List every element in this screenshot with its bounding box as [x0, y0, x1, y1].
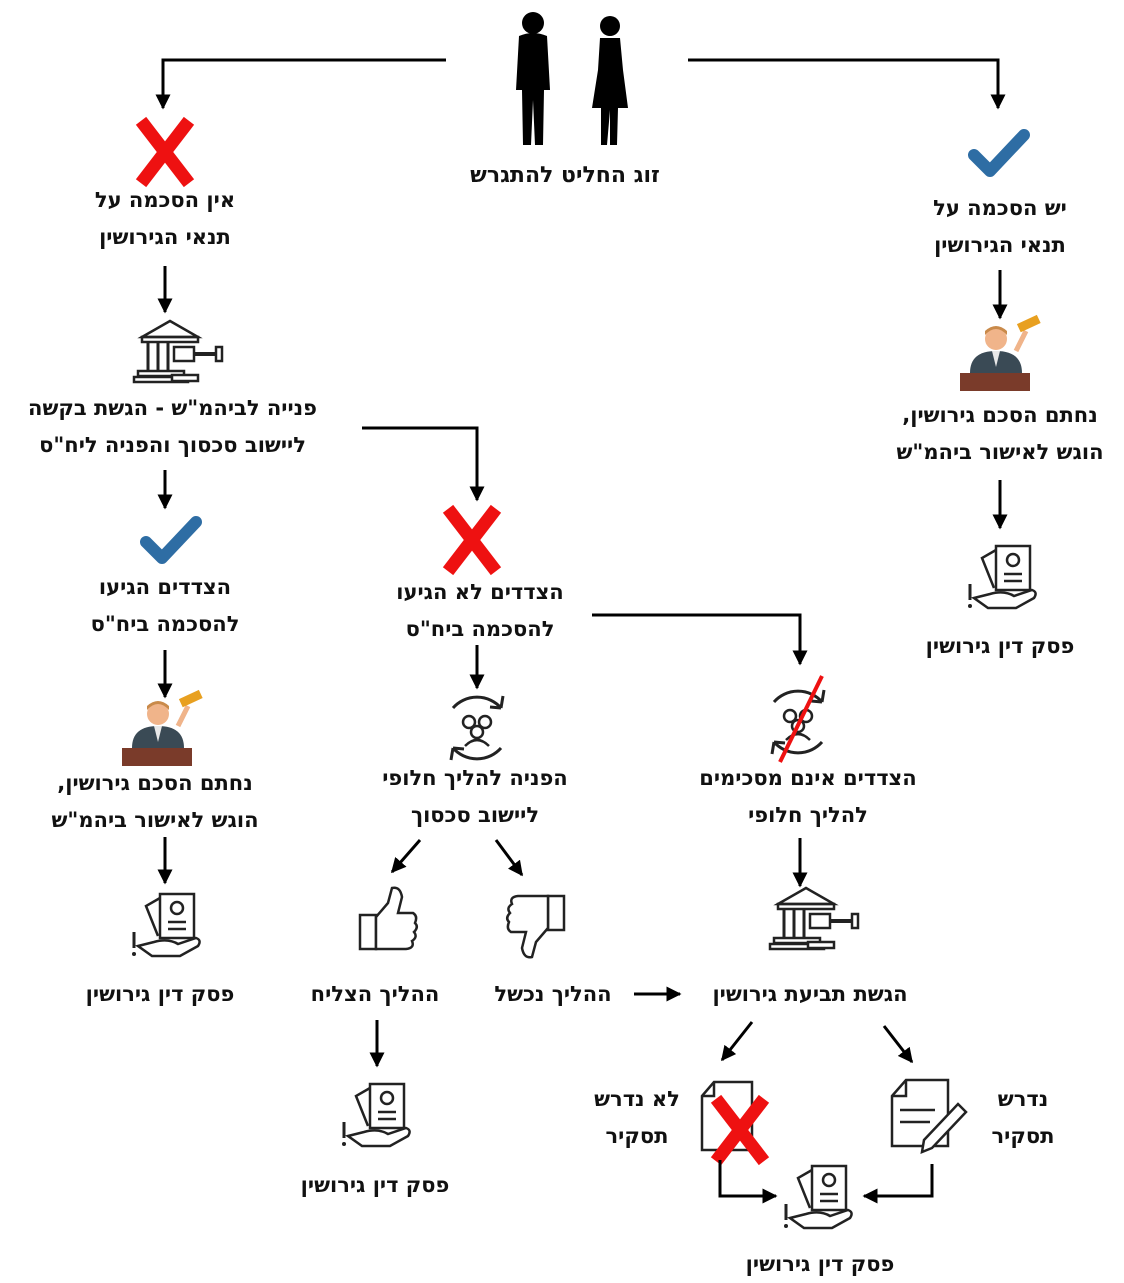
unit-not-agreed-line2: להסכמה ביח"ס	[405, 617, 555, 641]
court-request-label: פנייה לביהמ"ש - הגשת בקשה ליישוב סכסוך ו…	[0, 390, 345, 464]
arrow	[390, 839, 422, 874]
mediation-no-icon	[770, 675, 826, 763]
divorce-decree-hand-icon	[130, 892, 202, 958]
arrow-left-branch	[155, 58, 446, 110]
process-failed-label: ההליך נכשל	[494, 982, 612, 1006]
report-not-required-label: לא נדרש תסקיר	[572, 1081, 702, 1155]
alt-process-label: הפניה להליך חלופי ליישוב סכסוך	[345, 760, 605, 834]
cross-icon	[145, 126, 185, 178]
cross-icon	[452, 514, 492, 566]
agreement-signed-line2: הוגש לאישור ביהמ"ש	[896, 440, 1104, 464]
no-agreement-label: אין הסכמה על תנאי הגירושין	[45, 182, 285, 256]
arrow-merge-left	[718, 1160, 778, 1204]
unit-agreed-signed-line2: הוגש לאישור ביהמ"ש	[51, 808, 259, 832]
couple-silhouette-icon	[516, 12, 628, 145]
report-required-line1: נדרש	[997, 1087, 1049, 1111]
final-decree-label: פסק דין גירושין	[745, 1252, 895, 1276]
divorce-decree-hand-icon	[782, 1164, 854, 1230]
agreement-decree-label: פסק דין גירושין	[925, 634, 1075, 658]
arrow-to-refuse-alt	[592, 613, 808, 666]
report-not-required-line1: לא נדרש	[594, 1087, 680, 1111]
agreement-signed-label: נחתם הסכם גירושין, הוגש לאישור ביהמ"ש	[860, 397, 1124, 471]
report-not-required-line2: תסקיר	[605, 1124, 669, 1148]
arrow	[882, 1025, 914, 1064]
arrow-merge-right	[862, 1164, 934, 1204]
judge-gavel-icon	[122, 690, 203, 766]
mediation-people-cycle-icon	[449, 694, 505, 762]
report-required-label: נדרש תסקיר	[968, 1081, 1078, 1155]
no-agreement-line2: תנאי הגירושין	[99, 225, 231, 249]
court-request-line1: פנייה לביהמ"ש - הגשת בקשה	[28, 396, 317, 420]
unit-agreed-signed-label: נחתם הסכם גירושין, הוגש לאישור ביהמ"ש	[15, 765, 295, 839]
checkmark-icon	[146, 522, 196, 558]
thumbs-up-icon	[358, 886, 418, 951]
courthouse-gavel-icon	[132, 319, 224, 384]
divorce-decree-hand-icon	[340, 1082, 412, 1148]
unit-not-agreed-label: הצדדים לא הגיעו להסכמה ביח"ס	[355, 574, 605, 648]
arrow-to-unit-not-agreed	[362, 426, 485, 502]
divorce-decree-hand-icon	[966, 544, 1038, 610]
page-title: זוג החליט להתגרש	[470, 163, 660, 188]
arrow	[494, 839, 524, 877]
document-icon	[700, 1080, 760, 1156]
unit-agreed-line1: הצדדים הגיעו	[98, 575, 232, 599]
thumbs-down-icon	[506, 894, 566, 959]
arrow	[720, 1021, 754, 1062]
process-succeeded-label: ההליך הצליח	[310, 982, 440, 1006]
unit-agreed-decree-label: פסק דין גירושין	[85, 982, 235, 1006]
court-request-line2: ליישוב סכסוך והפניה ליח"ס	[39, 433, 306, 457]
document-pen-icon	[890, 1078, 968, 1154]
alt-process-line2: ליישוב סכסוך	[410, 803, 540, 827]
unit-not-agreed-line1: הצדדים לא הגיעו	[396, 580, 564, 604]
succeeded-decree-label: פסק דין גירושין	[300, 1173, 450, 1197]
judge-gavel-icon	[960, 315, 1041, 391]
unit-agreed-line2: להסכמה ביח"ס	[90, 612, 240, 636]
agreement-label: יש הסכמה על תנאי הגירושין	[880, 190, 1120, 264]
refuse-alt-line1: הצדדים אינם מסכימים	[699, 766, 917, 790]
agreement-signed-line1: נחתם הסכם גירושין,	[902, 403, 1098, 427]
checkmark-icon	[974, 135, 1024, 171]
refuse-alt-line2: להליך חלופי	[748, 803, 868, 827]
arrow-right-branch	[688, 58, 1006, 110]
alt-process-line1: הפניה להליך חלופי	[382, 766, 568, 790]
agreement-line2: תנאי הגירושין	[934, 233, 1066, 257]
unit-agreed-signed-line1: נחתם הסכם גירושין,	[57, 771, 253, 795]
agreement-line1: יש הסכמה על	[933, 196, 1067, 220]
no-agreement-line1: אין הסכמה על	[94, 188, 236, 212]
courthouse-gavel-icon	[768, 886, 860, 951]
report-required-line2: תסקיר	[991, 1124, 1055, 1148]
unit-agreed-label: הצדדים הגיעו להסכמה ביח"ס	[45, 569, 285, 643]
divorce-claim-label: הגשת תביעת גירושין	[712, 982, 908, 1006]
refuse-alt-label: הצדדים אינם מסכימים להליך חלופי	[668, 760, 948, 834]
